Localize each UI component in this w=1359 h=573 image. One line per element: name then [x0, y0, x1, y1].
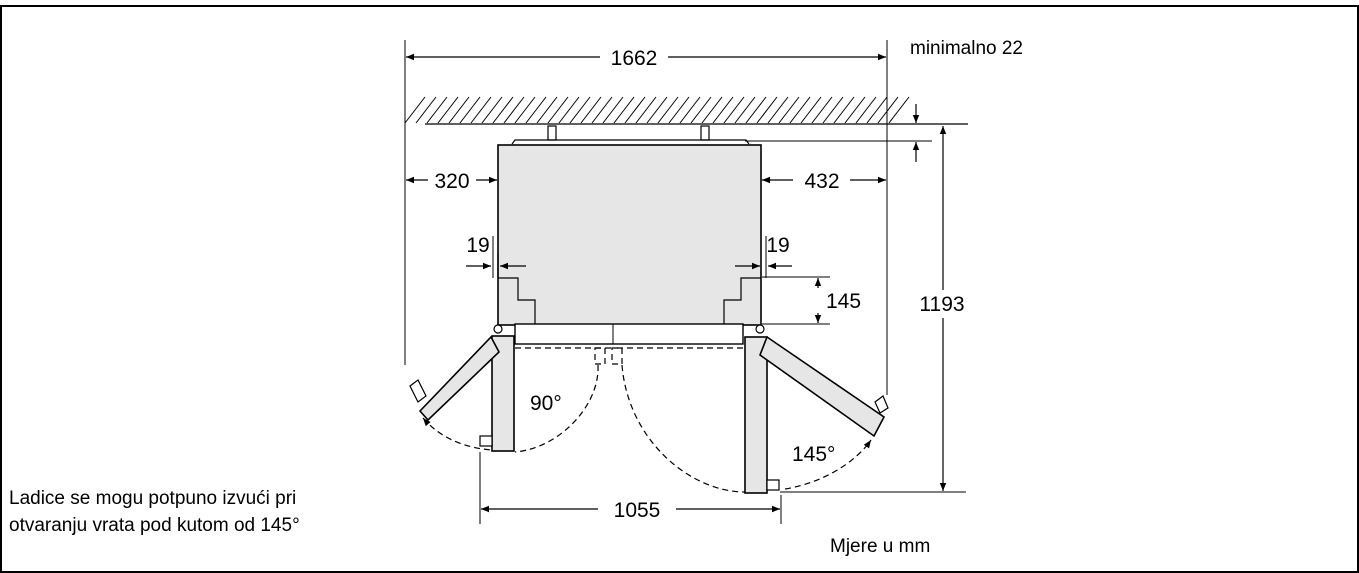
wall-hatch-line — [712, 96, 734, 124]
wall-hatch-line — [646, 96, 668, 124]
wall-hatch-line — [514, 96, 536, 124]
wall-hatch-line — [811, 96, 833, 124]
wall-hatch — [404, 96, 910, 124]
wall-hatch-line — [613, 96, 635, 124]
wall-hatch-line — [569, 96, 591, 124]
wall-hatch-line — [723, 96, 745, 124]
wall-hatch-line — [558, 96, 580, 124]
left-door-90 — [491, 335, 515, 452]
wall-hatch-line — [492, 96, 514, 124]
wall-hatch-line — [822, 96, 844, 124]
wall-hatch-line — [657, 96, 679, 124]
wall-hatch-line — [635, 96, 657, 124]
left-angle-label: 90° — [530, 392, 562, 415]
wall-hatch-line — [833, 96, 855, 124]
right-door-handle — [766, 479, 780, 491]
wall-hatch-line — [536, 96, 558, 124]
wall-hatch-line — [734, 96, 756, 124]
right-door-90 — [744, 336, 768, 494]
wall-hatch-line — [800, 96, 822, 124]
right-door-145 — [759, 335, 886, 438]
right-door-swing-arc — [621, 364, 746, 493]
wall-hatch-line — [437, 96, 459, 124]
wall-hatch-line — [415, 96, 437, 124]
open-width-label: 1055 — [614, 499, 661, 522]
wall-hatch-line — [701, 96, 723, 124]
wall-hatch-line — [789, 96, 811, 124]
min-gap-label: minimalno 22 — [910, 38, 1023, 59]
left-door-offset-label: 19 — [466, 234, 489, 257]
left-clearance-label: 320 — [434, 170, 469, 193]
wall-hatch-line — [426, 96, 448, 124]
total-depth-label: 1193 — [919, 293, 964, 316]
total-width-label: 1662 — [611, 47, 658, 70]
wall-hatch-line — [580, 96, 602, 124]
wall-hatch-line — [866, 96, 888, 124]
front-panel — [514, 323, 744, 345]
wall-hatch-line — [855, 96, 877, 124]
right-hinge — [755, 324, 765, 334]
wall-hatch-line — [778, 96, 800, 124]
left-door-145-handle — [409, 379, 427, 403]
drawer-note-line1: Ladice se mogu potpuno izvući pri — [9, 488, 296, 509]
left-hinge — [493, 324, 503, 334]
spacer-left — [547, 125, 557, 141]
left-handle-closed — [594, 347, 606, 365]
left-door-145 — [418, 335, 500, 422]
units-note: Mjere u mm — [830, 536, 930, 557]
appliance-body — [497, 144, 762, 326]
right-handle-closed — [611, 347, 623, 365]
right-door-145-arc — [784, 439, 872, 490]
wall-hatch-line — [844, 96, 866, 124]
wall-hatch-line — [624, 96, 646, 124]
diagram-frame — [0, 5, 1359, 573]
wall-hatch-line — [481, 96, 503, 124]
appliance-top-edge — [511, 139, 750, 145]
wall-hatch-line — [404, 96, 426, 124]
wall-hatch-line — [668, 96, 690, 124]
left-door-handle — [479, 435, 493, 447]
wall-hatch-line — [448, 96, 470, 124]
right-door-offset-label: 19 — [766, 234, 789, 257]
right-notch — [723, 277, 761, 325]
wall-hatch-line — [459, 96, 481, 124]
wall-hatch-line — [690, 96, 712, 124]
spacer-right — [700, 125, 710, 141]
wall-hatch-line — [767, 96, 789, 124]
wall-hatch-line — [470, 96, 492, 124]
wall-hatch-line — [503, 96, 525, 124]
depth-step-label: 145 — [826, 290, 861, 313]
wall-hatch-line — [525, 96, 547, 124]
right-door-145-handle — [874, 395, 889, 414]
drawer-note-line2: otvaranju vrata pod kutom od 145° — [9, 515, 300, 536]
wall-hatch-line — [602, 96, 624, 124]
left-door-swing-arc — [514, 364, 599, 453]
wall-hatch-line — [877, 96, 899, 124]
wall-hatch-line — [745, 96, 767, 124]
wall-hatch-line — [679, 96, 701, 124]
wall-hatch-line — [756, 96, 778, 124]
left-door-145-arc — [422, 417, 493, 451]
wall-hatch-line — [547, 96, 569, 124]
left-notch — [498, 277, 536, 325]
wall-hatch-line — [888, 96, 910, 124]
wall-hatch-line — [591, 96, 613, 124]
right-angle-label: 145° — [792, 443, 835, 466]
right-clearance-label: 432 — [804, 170, 839, 193]
